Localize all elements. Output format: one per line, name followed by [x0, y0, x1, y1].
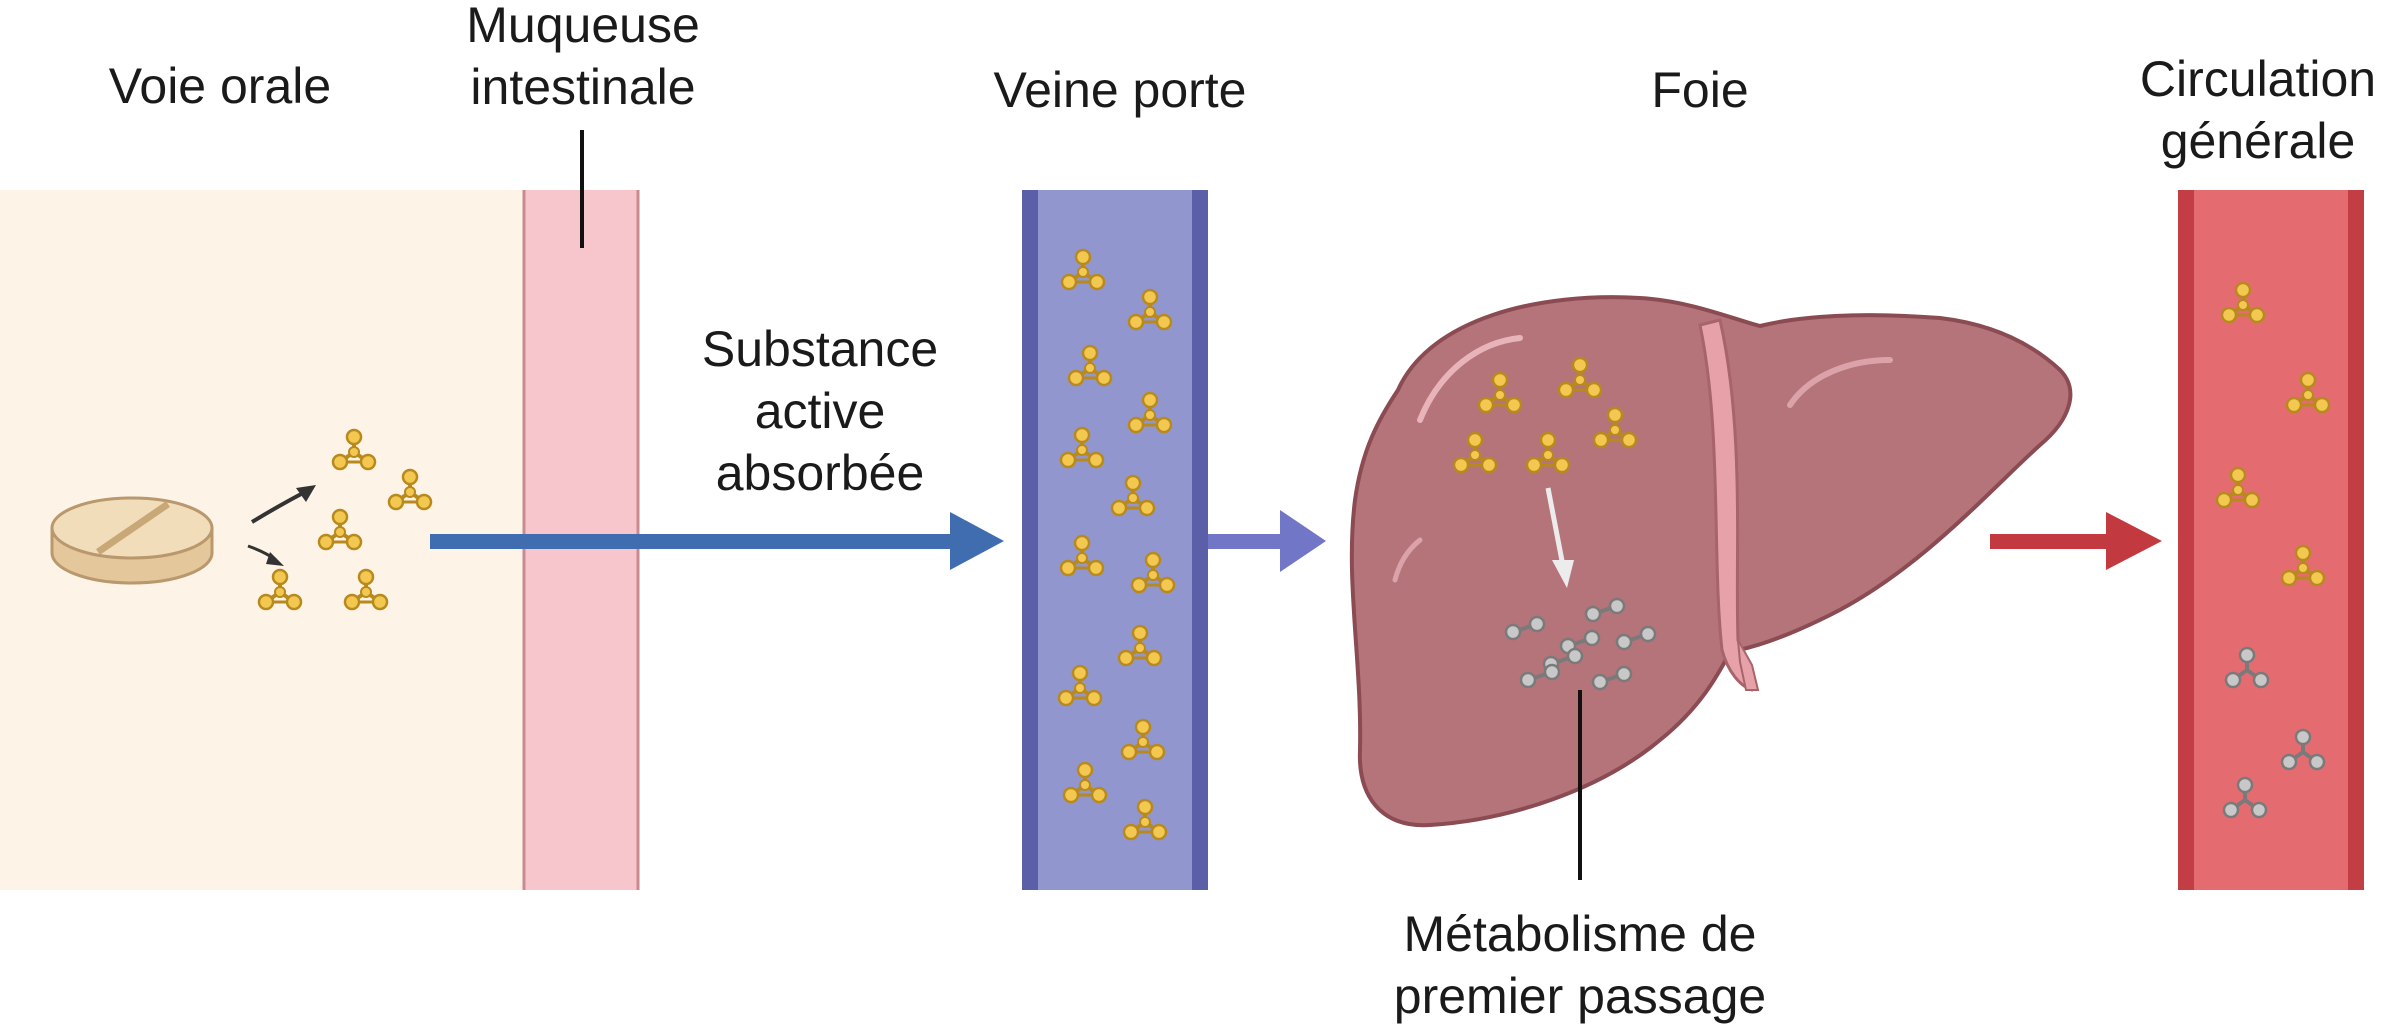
label-absorbed-substance: Substance active absorbée [701, 321, 939, 501]
label-systemic-circulation: Circulation générale [2139, 51, 2377, 169]
label-intestinal-mucosa: Muqueuse intestinale [466, 0, 700, 115]
tablet-icon [50, 496, 214, 585]
label-first-pass-metabolism: Métabolisme de premier passage [1393, 906, 1767, 1024]
label-portal-vein: Veine porte [993, 62, 1247, 118]
portal-vein-band [1022, 190, 1208, 890]
portal-to-liver-arrow [1208, 510, 1326, 572]
systemic-circulation-band [2178, 190, 2364, 890]
liver-to-circulation-arrow [1990, 512, 2162, 570]
metabolism-arrow-icon [1545, 487, 1574, 588]
label-liver: Foie [1651, 62, 1749, 118]
liver-illustration [1349, 295, 2073, 828]
label-oral-route: Voie orale [108, 58, 332, 114]
absorption-arrow [430, 512, 1004, 570]
